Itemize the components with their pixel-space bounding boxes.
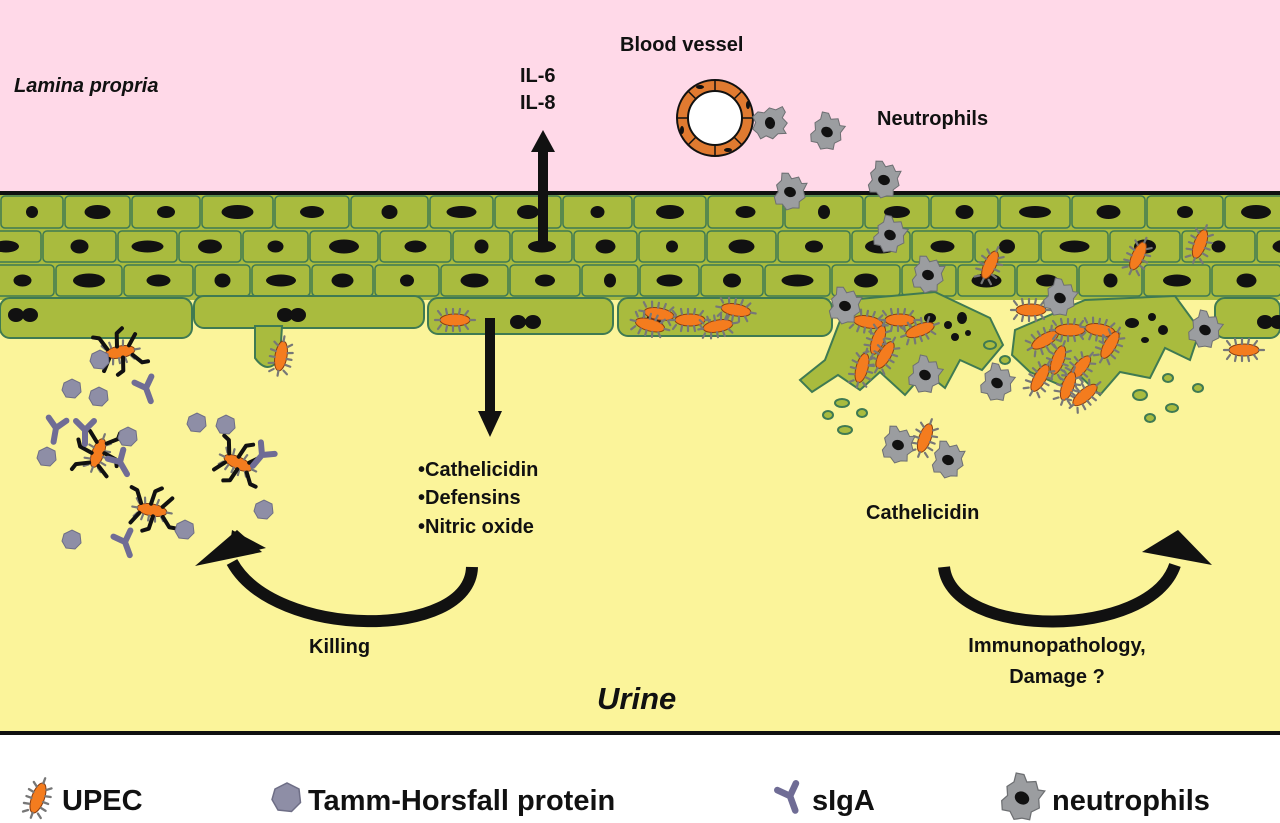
cell-nucleus [1272, 240, 1280, 253]
cell-nucleus [84, 205, 111, 219]
cell-nucleus [656, 205, 684, 219]
killing-label: Killing [309, 636, 370, 658]
siga-icon [777, 783, 804, 814]
cell-nucleus [666, 240, 678, 253]
cell-nucleus [446, 206, 477, 218]
cell-nucleus [656, 274, 683, 287]
cell-nucleus [329, 239, 359, 254]
legend-label-siga: sIgA [812, 785, 875, 817]
cell-nucleus [131, 240, 164, 253]
cell-nucleus [214, 273, 231, 288]
cell-nucleus [460, 273, 489, 288]
cathelicidin-item: •Cathelicidin [418, 459, 538, 481]
cell-nucleus [590, 206, 605, 218]
umbrella-nucleus [290, 308, 306, 322]
legend: UPEC Tamm-Horsfall protein sIgA neutroph… [18, 769, 1210, 823]
cell-nucleus [818, 205, 830, 219]
neutrophil-icon [993, 769, 1051, 823]
cell-nucleus [26, 206, 38, 218]
cell-nucleus [884, 206, 910, 218]
cell-nucleus [146, 274, 171, 287]
cell-nucleus [404, 240, 427, 253]
upec-icon [18, 773, 58, 823]
umbrella-nucleus [510, 315, 526, 329]
cell-nucleus [735, 206, 756, 218]
cell-nucleus [400, 274, 414, 287]
il6-label: IL-6 [520, 65, 556, 87]
nitric-oxide-item: •Nitric oxide [418, 516, 534, 538]
cell-nucleus [221, 205, 254, 219]
cell-nucleus [999, 239, 1015, 254]
tamm-horsfall-icon [271, 782, 302, 813]
cathelicidin-neutrophil-label: Cathelicidin [866, 502, 979, 524]
cell-nucleus [728, 239, 755, 254]
damage-arrow [938, 530, 1212, 628]
cell-nucleus [723, 273, 741, 288]
legend-label-tamm-horsfall: Tamm-Horsfall protein [308, 785, 615, 817]
cell-nucleus [1096, 205, 1121, 219]
cell-nucleus [595, 239, 616, 254]
blood-vessel-icon [676, 79, 754, 157]
cell-nucleus [1103, 273, 1118, 288]
cell-nucleus [70, 239, 89, 254]
umbrella-nucleus [22, 308, 38, 322]
cell-nucleus [955, 205, 974, 219]
cell-nucleus [1177, 206, 1193, 218]
cell-nucleus [1241, 205, 1271, 219]
cell-nucleus [474, 239, 489, 254]
cell-nucleus [604, 273, 616, 288]
killing-arrow [195, 530, 478, 628]
cell-nucleus [1211, 240, 1226, 253]
cell-nucleus [331, 273, 354, 288]
umbrella-nucleus [8, 308, 24, 322]
cell-nucleus [1019, 206, 1051, 218]
umbrella-nucleus [277, 308, 293, 322]
cell-nucleus [854, 273, 878, 288]
neutrophils-label: Neutrophils [877, 108, 988, 130]
urine-label: Urine [597, 681, 676, 716]
defensins-item: •Defensins [418, 487, 521, 509]
cell-nucleus [157, 206, 175, 218]
epithelial-cell [0, 230, 42, 263]
cell-nucleus [1163, 274, 1191, 287]
cell-nucleus [267, 240, 284, 253]
cell-nucleus [13, 274, 32, 287]
exfoliated-nuclei [924, 312, 1168, 343]
epithelial-cell [1256, 230, 1280, 263]
damage-label: Damage ? [1009, 666, 1105, 688]
cell-nucleus [266, 274, 296, 287]
umbrella-nucleus [1270, 315, 1280, 329]
cell-nucleus [1236, 273, 1257, 288]
immunopathology-label: Immunopathology, [968, 635, 1145, 657]
cell-nucleus [930, 240, 955, 253]
cytokine-arrow [531, 130, 555, 250]
peptide-release-arrow [478, 318, 502, 437]
umbrella-nucleus [525, 315, 541, 329]
legend-label-upec: UPEC [62, 785, 143, 817]
il8-label: IL-8 [520, 92, 556, 114]
legend-label-neutrophils: neutrophils [1052, 785, 1210, 817]
cell-nucleus [198, 239, 222, 254]
umbrella-nucleus [1257, 315, 1273, 329]
cell-nucleus [781, 274, 814, 287]
cell-nucleus [535, 274, 555, 287]
lamina-propria-region [0, 0, 1280, 194]
cell-nucleus [300, 206, 324, 218]
cell-nucleus [73, 273, 105, 288]
blood-vessel-label: Blood vessel [620, 34, 743, 56]
cell-nucleus [0, 240, 19, 253]
cell-nucleus [381, 205, 398, 219]
cell-nucleus [1036, 274, 1058, 287]
lamina-propria-label: Lamina propria [14, 75, 158, 97]
epithelium [0, 194, 1280, 300]
cell-nucleus [517, 205, 539, 219]
umbrella-cell [193, 295, 425, 329]
cell-nucleus [805, 240, 823, 253]
cell-nucleus [1059, 240, 1090, 253]
